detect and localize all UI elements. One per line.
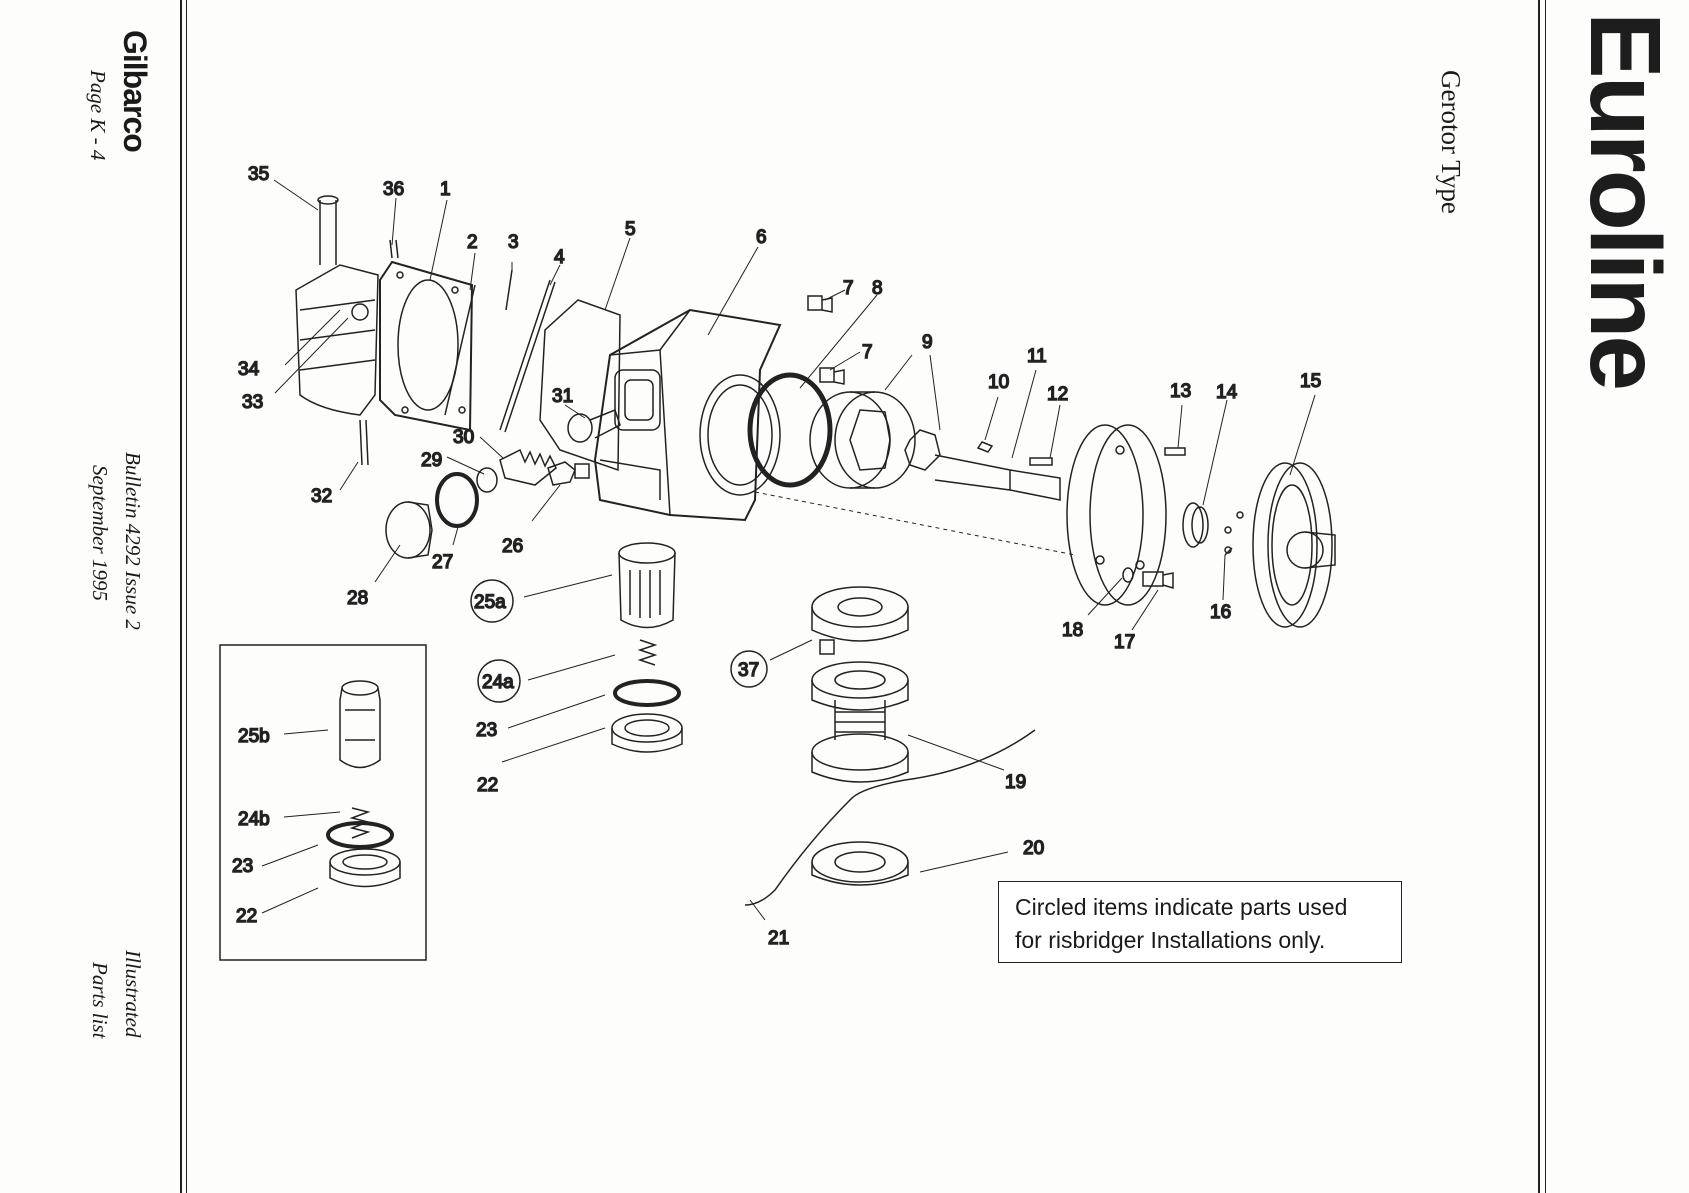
label-5: 5	[625, 219, 636, 240]
part-30-spring	[499, 448, 557, 486]
part-5-gasket	[539, 299, 621, 472]
label-34: 34	[238, 359, 260, 380]
label-3: 3	[508, 232, 519, 253]
label-6: 6	[756, 227, 767, 248]
part-22-seat	[611, 713, 683, 753]
leader-lines	[273, 179, 1316, 921]
part-14-flange	[1182, 502, 1244, 554]
label-25a: 25a	[474, 592, 506, 613]
part-2-gasket	[444, 284, 476, 416]
part-15-endplate	[1066, 424, 1167, 606]
label-12: 12	[1047, 384, 1068, 405]
centerline	[754, 491, 1076, 556]
label-29: 29	[421, 450, 442, 471]
part-9-gerotor	[904, 429, 1011, 491]
installation-note: Circled items indicate parts used for ri…	[998, 881, 1402, 963]
label-36: 36	[383, 179, 404, 200]
label-11: 11	[1027, 346, 1047, 367]
part-31-valve	[567, 409, 621, 443]
label-33: 33	[242, 392, 263, 413]
part-7-plug-lower	[819, 367, 845, 385]
inset-23-oring	[326, 821, 394, 849]
inset-variant-b	[219, 644, 427, 961]
label-22: 22	[477, 775, 498, 796]
part-20-ring	[811, 841, 909, 886]
label-35: 35	[248, 164, 269, 185]
label-24a-circle	[477, 659, 521, 703]
label-28: 28	[347, 588, 368, 609]
label-16: 16	[1210, 602, 1231, 623]
part-27-oring	[435, 472, 479, 528]
part-16-screw	[1224, 547, 1233, 556]
label-25a-circle	[470, 579, 514, 623]
part-15-pulley	[1252, 462, 1336, 628]
label-2: 2	[467, 232, 478, 253]
part-9-rotor	[809, 391, 916, 489]
label-10: 10	[988, 372, 1009, 393]
label-23: 23	[476, 720, 497, 741]
inset-label-24b: 24b	[238, 809, 270, 830]
label-24a: 24a	[482, 672, 514, 693]
part-24a-spring	[637, 639, 658, 666]
part-1-cover	[295, 260, 474, 432]
label-7a: 7	[843, 278, 854, 299]
label-30: 30	[453, 427, 474, 448]
part-28-cap	[385, 501, 433, 559]
label-32: 32	[311, 486, 332, 507]
label-8: 8	[872, 278, 883, 299]
part-25a-filter	[618, 542, 676, 629]
label-13: 13	[1170, 381, 1191, 402]
label-14: 14	[1216, 382, 1238, 403]
part-36-screw	[389, 239, 399, 259]
label-7b: 7	[862, 342, 873, 363]
part-8-oring	[747, 372, 833, 488]
label-31: 31	[552, 386, 573, 407]
part-4-pin	[499, 279, 556, 433]
label-37: 37	[738, 660, 759, 681]
part-18-washer	[1122, 567, 1134, 583]
part-37-ring	[811, 586, 909, 655]
inset-label-23: 23	[232, 856, 253, 877]
label-27: 27	[432, 552, 453, 573]
label-18: 18	[1062, 620, 1083, 641]
inset-25b-filter	[339, 680, 381, 769]
right-rule-outer	[1538, 0, 1540, 1193]
part-6-housing	[593, 308, 782, 522]
note-line-1: Circled items indicate parts used	[1015, 894, 1348, 920]
label-26: 26	[502, 536, 523, 557]
label-20: 20	[1023, 838, 1044, 859]
part-26-plug	[547, 461, 590, 486]
part-35-bolt	[317, 195, 339, 265]
label-9: 9	[922, 332, 933, 353]
part-23-oring	[613, 679, 681, 707]
label-15: 15	[1300, 371, 1321, 392]
note-line-2: for risbridger Installations only.	[1015, 927, 1326, 953]
right-rule-inner	[1545, 0, 1546, 1193]
label-19: 19	[1005, 772, 1026, 793]
part-10-key	[976, 441, 994, 453]
part-13-pin	[1164, 447, 1186, 456]
inset-label-25b: 25b	[238, 726, 270, 747]
part-12-pin	[1029, 457, 1053, 466]
part-3-rod	[505, 269, 513, 311]
label-37-circle	[730, 650, 768, 688]
part-17-bolt	[1142, 571, 1174, 590]
left-rule-inner	[186, 0, 187, 1193]
label-21: 21	[768, 928, 789, 949]
part-29-washer	[476, 467, 498, 493]
part-19-flange-assembly	[811, 661, 909, 783]
left-rule-outer	[180, 0, 182, 1193]
label-4: 4	[554, 247, 565, 268]
part-32-bolt	[359, 419, 369, 466]
part-21-line	[744, 729, 1036, 906]
label-1: 1	[440, 179, 451, 200]
inset-22-seat	[329, 848, 401, 888]
part-11-shaft	[1009, 469, 1061, 501]
inset-label-22: 22	[236, 906, 257, 927]
label-17: 17	[1114, 632, 1135, 653]
